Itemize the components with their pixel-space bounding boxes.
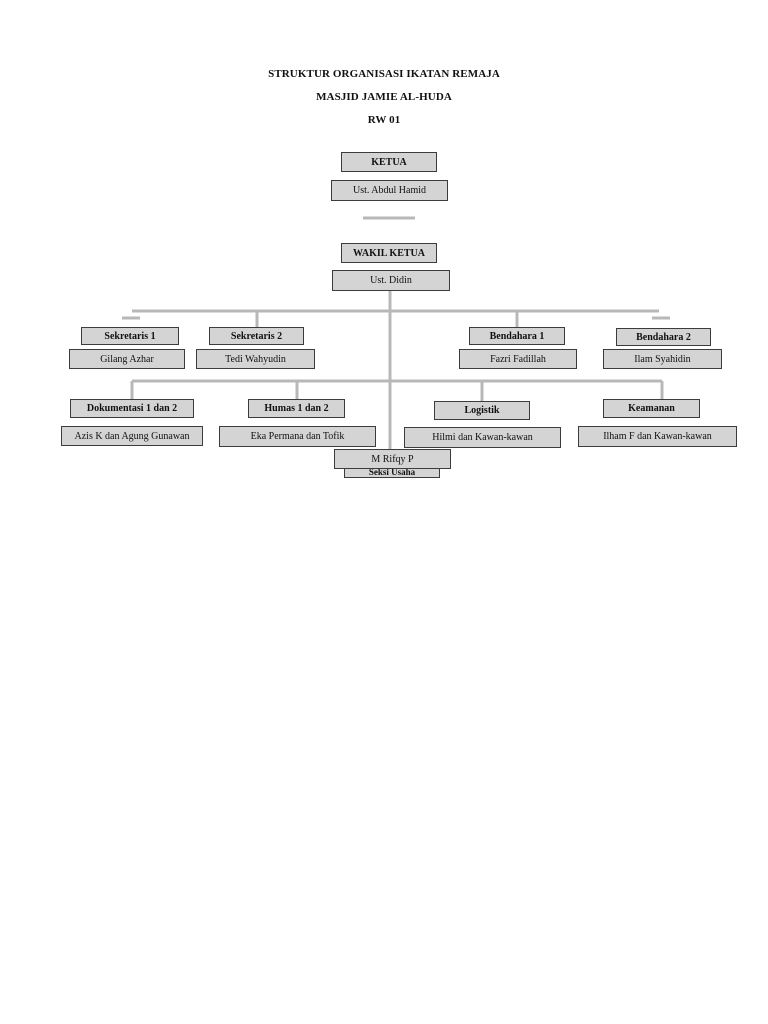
logistik-name-box: Hilmi dan Kawan-kawan	[404, 427, 561, 448]
wakil-ketua-role-box: WAKIL KETUA	[341, 243, 437, 263]
keamanan-name-box: Ilham F dan Kawan-kawan	[578, 426, 737, 447]
bendahara-1-name-box: Fazri Fadillah	[459, 349, 577, 369]
logistik-role-box: Logistik	[434, 401, 530, 420]
humas-name-box: Eka Permana dan Tofik	[219, 426, 376, 447]
chart-title-line-2: MASJID JAMIE AL-HUDA	[316, 91, 452, 103]
chart-title-line-1: STRUKTUR ORGANISASI IKATAN REMAJA	[268, 68, 500, 80]
sekretaris-1-name-box: Gilang Azhar	[69, 349, 185, 369]
ketua-name-box: Ust. Abdul Hamid	[331, 180, 448, 201]
humas-role-box: Humas 1 dan 2	[248, 399, 345, 418]
sekretaris-1-role-box: Sekretaris 1	[81, 327, 179, 345]
sekretaris-2-name-box: Tedi Wahyudin	[196, 349, 315, 369]
bendahara-2-role-box: Bendahara 2	[616, 328, 711, 346]
chart-title-line-3: RW 01	[367, 114, 401, 126]
bendahara-1-role-box: Bendahara 1	[469, 327, 565, 345]
keamanan-role-box: Keamanan	[603, 399, 700, 418]
wakil-ketua-name-box: Ust. Didin	[332, 270, 450, 291]
dokumentasi-name-box: Azis K dan Agung Gunawan	[61, 426, 203, 446]
dokumentasi-role-box: Dokumentasi 1 dan 2	[70, 399, 194, 418]
ketua-role-box: KETUA	[341, 152, 437, 172]
bendahara-2-name-box: Ilam Syahidin	[603, 349, 722, 369]
sekretaris-2-role-box: Sekretaris 2	[209, 327, 304, 345]
seksi-usaha-name-box: M Rifqy P	[334, 449, 451, 469]
